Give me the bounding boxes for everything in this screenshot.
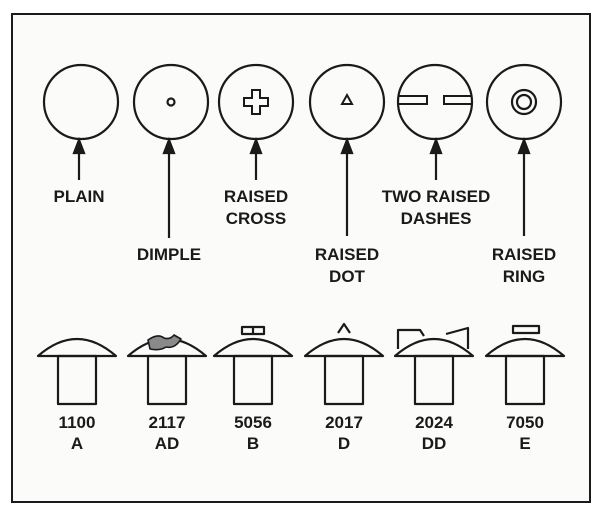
plain-arrow bbox=[72, 136, 86, 155]
raised-ring-bump bbox=[511, 324, 541, 335]
two-raised-dashes-head-circle bbox=[396, 63, 474, 141]
dash-right-mark bbox=[443, 95, 471, 105]
raised-dot-head-circle bbox=[308, 63, 386, 141]
two-raised-dashes-arrow bbox=[429, 136, 443, 155]
raised-dot-mark bbox=[340, 92, 354, 105]
dash-right-bump bbox=[445, 326, 470, 349]
rivet-a-side-view bbox=[36, 337, 118, 406]
rivet-b-side-view bbox=[212, 325, 294, 406]
ring-inner-mark bbox=[515, 93, 533, 111]
rivet-dd-side-view bbox=[393, 326, 475, 406]
label-dimple: DIMPLE bbox=[136, 245, 202, 264]
raised-ring-arrow bbox=[517, 136, 531, 155]
raised-ring-head-circle bbox=[485, 63, 563, 141]
dash-left-bump bbox=[396, 328, 425, 349]
dimple-shading bbox=[147, 334, 182, 351]
plain-head-circle bbox=[42, 63, 120, 141]
rivet-d-side-view bbox=[303, 322, 385, 406]
raised-cross-arrow bbox=[249, 136, 263, 155]
rivet-e-side-view bbox=[484, 324, 566, 406]
raised-cross-head-circle bbox=[217, 63, 295, 141]
dimple-arrow bbox=[162, 136, 176, 155]
raised-cross-mark bbox=[243, 89, 269, 115]
dimple-mark bbox=[166, 97, 176, 107]
figure-frame bbox=[11, 13, 591, 503]
ring-outer-mark bbox=[510, 88, 538, 116]
dimple-head-circle bbox=[132, 63, 210, 141]
rivet-ad-side-view bbox=[126, 334, 208, 406]
label-plain: PLAIN bbox=[53, 187, 105, 206]
dash-left-mark bbox=[399, 95, 428, 105]
raised-dot-arrow bbox=[340, 136, 354, 155]
